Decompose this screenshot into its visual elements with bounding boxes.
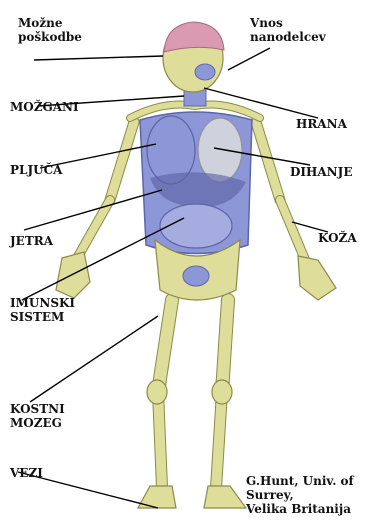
left-tibia	[158, 392, 162, 488]
label-liver: JETRA	[10, 234, 53, 248]
right-femur	[222, 300, 228, 392]
intestines	[160, 204, 232, 248]
brain	[164, 22, 224, 52]
leader-bone-marrow	[30, 316, 158, 402]
credit-text: G.Hunt, Univ. of Surrey, Velika Britanij…	[246, 474, 354, 516]
leader-possible-damage	[34, 56, 163, 60]
human-skeleton-illustration	[56, 22, 336, 508]
right-hand	[298, 256, 336, 300]
label-skin: KOŽA	[318, 231, 357, 245]
left-hand	[56, 252, 90, 298]
bladder	[183, 266, 209, 286]
label-brain: MOŽGANI	[10, 100, 79, 114]
right-tibia	[216, 392, 222, 488]
label-immune-system: IMUNSKI SISTEM	[10, 296, 75, 324]
label-ligaments: VEZI	[10, 466, 43, 480]
label-lungs: PLJUČA	[10, 163, 62, 177]
leader-nanoparticle-intake	[228, 48, 270, 70]
left-forearm	[76, 200, 110, 260]
label-food: HRANA	[296, 117, 347, 131]
right-knee	[212, 380, 232, 404]
right-humerus	[256, 122, 280, 200]
face-tissue	[195, 64, 215, 80]
left-knee	[147, 380, 167, 404]
label-bone-marrow: KOSTNI MOZEG	[10, 402, 65, 430]
right-foot	[204, 486, 246, 508]
left-femur	[158, 300, 172, 392]
label-nanoparticle-intake: Vnos nanodelcev	[250, 16, 326, 44]
right-lung	[198, 118, 242, 182]
right-forearm	[280, 200, 306, 262]
left-humerus	[110, 122, 134, 200]
label-breathing: DIHANJE	[290, 165, 352, 179]
label-possible-damage: Možne poškodbe	[18, 16, 82, 44]
